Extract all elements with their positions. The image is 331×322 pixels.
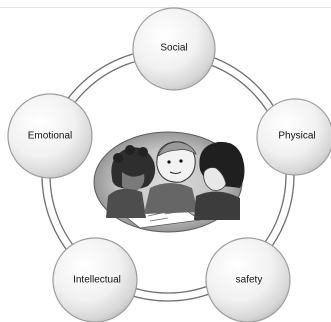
node-safety-label: safety [235,274,263,286]
children-drawing-illustration [93,131,245,233]
node-intellectual [52,237,138,322]
node-social-label: Social [160,42,188,54]
top-divider [0,7,331,8]
node-emotional-label: Emotional [27,130,73,142]
node-safety [205,237,291,322]
node-physical-label: Physical [278,130,316,142]
node-intellectual-label: Intellectual [73,274,121,286]
node-emotional [7,93,93,179]
node-social [132,7,216,91]
node-physical [256,98,331,176]
